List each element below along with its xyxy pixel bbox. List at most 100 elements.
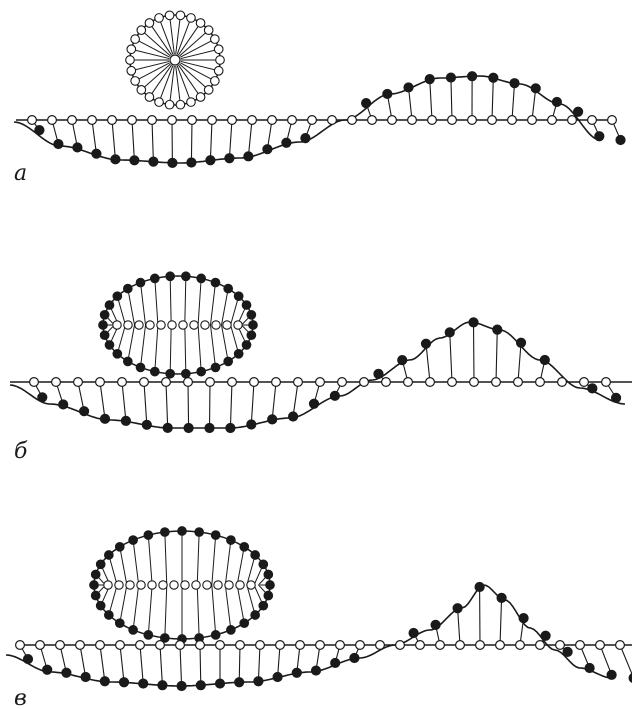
ring-spoke: [141, 64, 170, 90]
rest-particle: [140, 378, 149, 387]
displaced-particle: [540, 355, 549, 364]
axis-particle: [247, 581, 255, 589]
displaced-particle: [142, 420, 151, 429]
displaced-particle: [92, 149, 101, 158]
ring-spoke: [198, 325, 201, 372]
displaced-particle: [446, 73, 455, 82]
axis-particle: [234, 321, 242, 329]
connecting-rod: [229, 120, 232, 158]
ring-spoke: [178, 23, 200, 55]
axis-particle: [115, 581, 123, 589]
rest-particle: [436, 641, 445, 650]
rest-particle: [568, 116, 577, 125]
connecting-rod: [230, 382, 232, 428]
displaced-particle: [225, 154, 234, 163]
rest-particle: [426, 378, 435, 387]
connecting-rod: [248, 120, 252, 156]
ring-particle: [155, 98, 164, 107]
rest-particle: [556, 641, 565, 650]
connecting-rod: [152, 120, 153, 162]
displaced-particle: [362, 99, 371, 108]
displaced-particle: [80, 407, 89, 416]
ring-particle: [100, 311, 109, 320]
rest-particle: [316, 641, 325, 650]
rest-particle: [168, 116, 177, 125]
ring-particle: [165, 100, 174, 109]
ring-particle: [234, 292, 243, 301]
ring-particle: [247, 311, 256, 320]
rest-particle: [328, 116, 337, 125]
ring-spoke: [221, 289, 228, 325]
rest-particle: [558, 378, 567, 387]
ring-particle: [224, 284, 233, 293]
ring-spoke: [225, 585, 231, 630]
connecting-rod: [239, 645, 240, 682]
displaced-particle: [184, 423, 193, 432]
ring-particle: [131, 77, 140, 86]
displaced-particle: [177, 681, 186, 690]
ring-particle: [151, 274, 160, 283]
displaced-particle: [273, 672, 282, 681]
ring-particle: [251, 611, 260, 620]
ring-spoke: [149, 65, 171, 97]
rest-particle: [272, 378, 281, 387]
ring-particle: [178, 527, 187, 536]
ring-particle: [105, 301, 114, 310]
rest-particle: [476, 641, 485, 650]
rest-particle: [68, 116, 77, 125]
ring-particle: [99, 321, 108, 330]
rest-particle: [268, 116, 277, 125]
ring-spoke: [170, 276, 171, 325]
displaced-particle: [149, 157, 158, 166]
ring-spoke: [198, 278, 201, 325]
displaced-particle: [510, 79, 519, 88]
displaced-particle: [541, 631, 550, 640]
connecting-rod: [496, 330, 497, 382]
ring-particle: [211, 35, 220, 44]
displaced-particle: [226, 423, 235, 432]
displaced-particle: [111, 155, 120, 164]
axis-particle: [179, 321, 187, 329]
displaced-particle: [215, 679, 224, 688]
ring-particle: [211, 363, 220, 372]
rest-particle: [596, 641, 605, 650]
axis-particle: [135, 321, 143, 329]
ring-particle: [113, 292, 122, 301]
rest-particle: [514, 378, 523, 387]
ring-particle: [216, 56, 225, 65]
ring-particle: [113, 350, 122, 359]
ring-particle: [247, 331, 256, 340]
ring-particle: [155, 14, 164, 23]
ring-particle: [211, 631, 220, 640]
connecting-rod: [112, 120, 115, 159]
displaced-particle: [282, 138, 291, 147]
connecting-rod: [140, 645, 143, 684]
ring-spoke: [170, 325, 171, 374]
ring-particle: [242, 301, 251, 310]
ring-particle: [214, 66, 223, 75]
rest-particle: [508, 116, 517, 125]
rest-particle: [492, 378, 501, 387]
ring-particle: [115, 619, 124, 628]
ring-particle: [196, 19, 205, 28]
connecting-rod: [160, 645, 162, 685]
connecting-rod: [518, 343, 521, 382]
ring-spoke: [141, 325, 146, 367]
rest-particle: [496, 641, 505, 650]
rest-particle: [528, 116, 537, 125]
ring-particle: [161, 528, 170, 537]
rest-particle: [96, 378, 105, 387]
rest-particle: [176, 641, 185, 650]
displaced-particle: [588, 384, 597, 393]
displaced-particle: [205, 423, 214, 432]
panel-label-b: б: [14, 439, 28, 464]
displaced-particle: [254, 677, 263, 686]
rest-particle: [338, 378, 347, 387]
displaced-particle: [309, 399, 318, 408]
rest-particle: [576, 641, 585, 650]
rest-particle: [470, 378, 479, 387]
ring-particle: [197, 367, 206, 376]
ring-particle: [227, 536, 236, 545]
ring-particle: [264, 570, 273, 579]
